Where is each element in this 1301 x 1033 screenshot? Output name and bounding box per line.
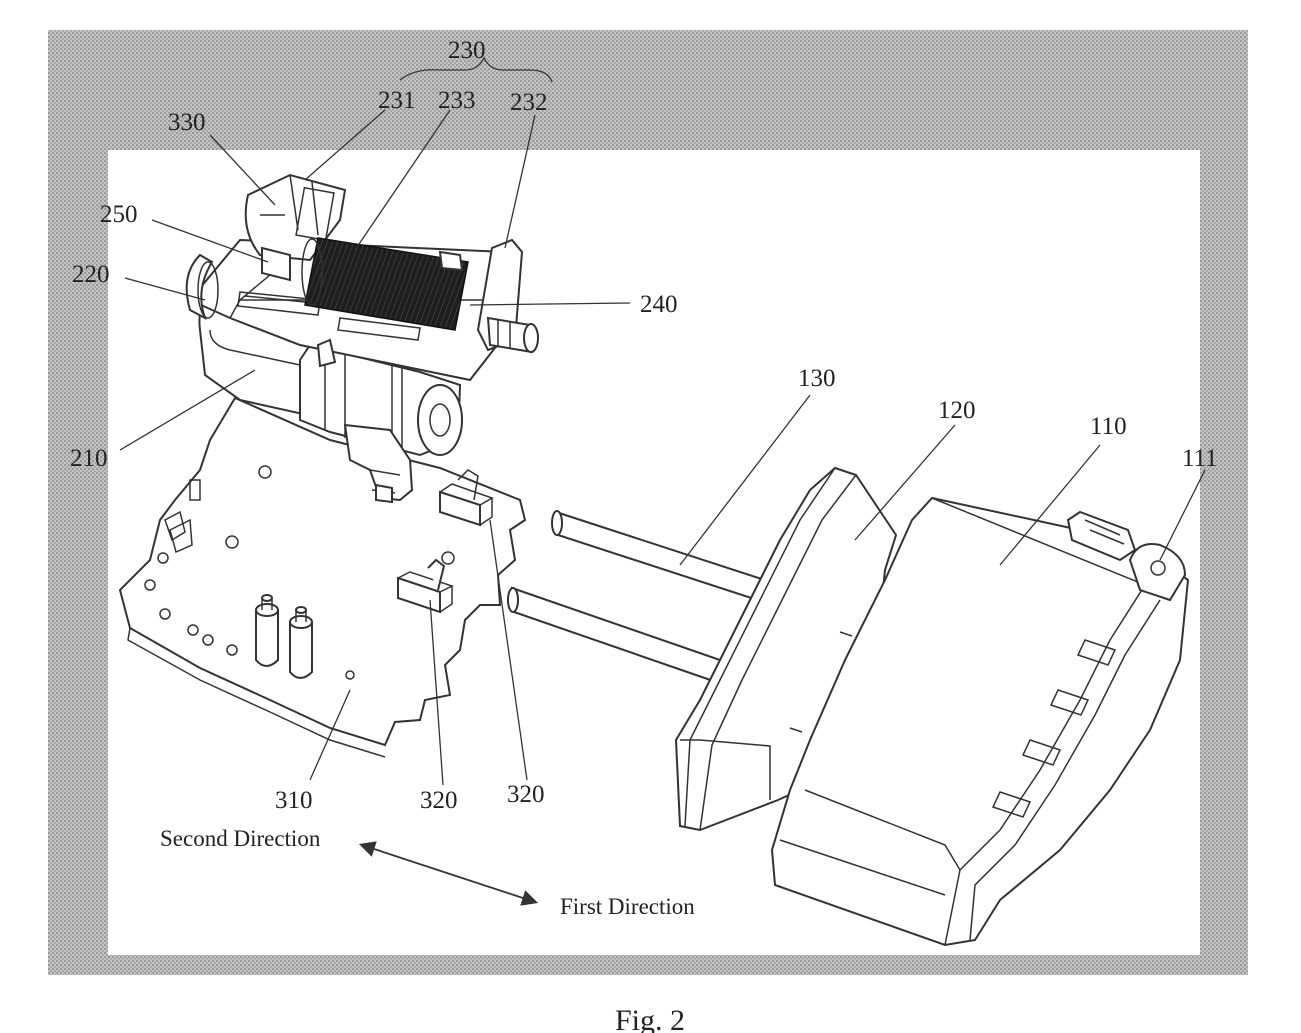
label-320-right: 320: [507, 781, 545, 808]
frame-top-band: [48, 30, 1248, 150]
label-130: 130: [798, 365, 836, 392]
label-240: 240: [640, 291, 678, 318]
second-direction-label: Second Direction: [160, 826, 321, 851]
label-232: 232: [510, 89, 548, 116]
figure-caption: Fig. 2: [615, 1004, 685, 1033]
label-310: 310: [275, 787, 313, 814]
label-320-left: 320: [420, 787, 458, 814]
label-120: 120: [938, 397, 976, 424]
label-111: 111: [1182, 445, 1218, 472]
first-direction-label: First Direction: [560, 894, 695, 919]
label-210: 210: [70, 445, 108, 472]
label-250: 250: [100, 201, 138, 228]
label-220: 220: [72, 261, 110, 288]
label-231: 231: [378, 87, 416, 114]
label-233: 233: [438, 87, 476, 114]
label-110: 110: [1090, 413, 1127, 440]
label-230: 230: [448, 37, 486, 64]
label-330: 330: [168, 109, 206, 136]
